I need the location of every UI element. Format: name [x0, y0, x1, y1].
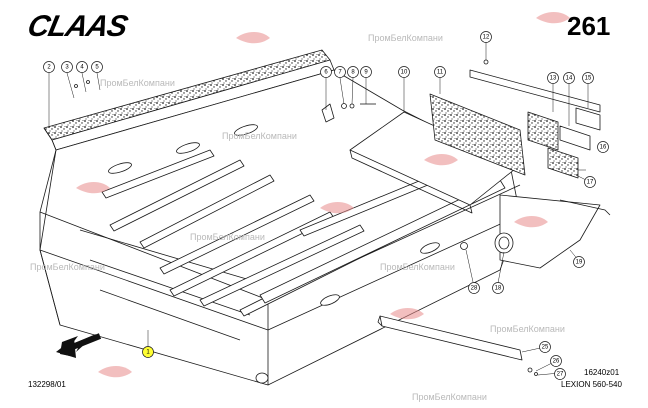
watermark-text: ПромБелКомпани	[412, 392, 487, 402]
callout-label: 4	[80, 64, 84, 70]
inserts-part-13-14	[527, 107, 601, 179]
callout-label: 15	[585, 75, 592, 81]
callout-label: 9	[364, 69, 368, 75]
callout-label: 18	[495, 285, 502, 291]
callout-label: 7	[338, 69, 342, 75]
page-number: 261	[567, 11, 611, 41]
callout-26: 26	[550, 355, 562, 367]
callout-17: 17	[584, 176, 596, 188]
watermark-text: ПромБелКомпани	[222, 131, 297, 141]
side-pan-part-19	[499, 194, 611, 269]
callout-label: 14	[566, 75, 573, 81]
watermark-text: ПромБелКомпани	[190, 232, 265, 242]
callout-1: 1	[142, 346, 154, 358]
callout-label: 28	[471, 285, 478, 291]
callout-10: 10	[398, 66, 410, 78]
callout-27: 27	[554, 368, 566, 380]
callout-28: 28	[468, 282, 480, 294]
callout-label: 13	[550, 75, 557, 81]
callout-4: 4	[76, 61, 88, 73]
callout-label: 27	[557, 371, 564, 377]
callout-label: 11	[437, 69, 444, 75]
callout-25: 25	[539, 341, 551, 353]
watermark-stamp-icon	[76, 12, 570, 378]
callout-label: 2	[47, 64, 51, 70]
callout-label: 5	[95, 64, 99, 70]
drawing-id: 132298/01	[28, 380, 66, 389]
leader-lines	[48, 42, 603, 376]
callout-label: 26	[553, 358, 560, 364]
callout-9: 9	[360, 66, 372, 78]
callout-12: 12	[480, 31, 492, 43]
callout-6: 6	[320, 66, 332, 78]
watermark-text: ПромБелКомпани	[380, 262, 455, 272]
callout-16: 16	[597, 141, 609, 153]
callout-2: 2	[43, 61, 55, 73]
callout-label: 8	[351, 69, 355, 75]
revision-code: 16240z01	[584, 368, 620, 377]
callout-label: 3	[65, 64, 69, 70]
model-label: LEXION 560-540	[561, 380, 622, 389]
watermark-text: ПромБелКомпани	[100, 78, 175, 88]
side-screen-part-11	[429, 69, 601, 176]
hardware-parts	[74, 59, 538, 376]
watermark-text: ПромБелКомпани	[490, 324, 565, 334]
callout-label: 19	[576, 259, 583, 265]
callout-label: 16	[600, 144, 607, 150]
callout-label: 1	[146, 349, 150, 355]
callout-label: 17	[587, 179, 594, 185]
callout-5: 5	[91, 61, 103, 73]
callout-8: 8	[347, 66, 359, 78]
callout-15: 15	[582, 72, 594, 84]
callout-label: 12	[483, 34, 490, 40]
callout-13: 13	[547, 72, 559, 84]
callout-7: 7	[334, 66, 346, 78]
watermark-text: ПромБелКомпани	[30, 262, 105, 272]
claas-logo: CLAAS	[24, 10, 130, 43]
callout-18: 18	[492, 282, 504, 294]
callout-label: 10	[401, 69, 408, 75]
callout-label: 6	[324, 69, 328, 75]
callout-19: 19	[573, 256, 585, 268]
lower-strip-part-25	[377, 315, 523, 361]
callout-3: 3	[61, 61, 73, 73]
callout-label: 25	[542, 344, 549, 350]
callout-14: 14	[563, 72, 575, 84]
rear-rail-part-2	[43, 49, 335, 151]
watermark-text: ПромБелКомпани	[368, 33, 443, 43]
arrow-down-left-icon	[56, 333, 102, 358]
callout-11: 11	[434, 66, 446, 78]
